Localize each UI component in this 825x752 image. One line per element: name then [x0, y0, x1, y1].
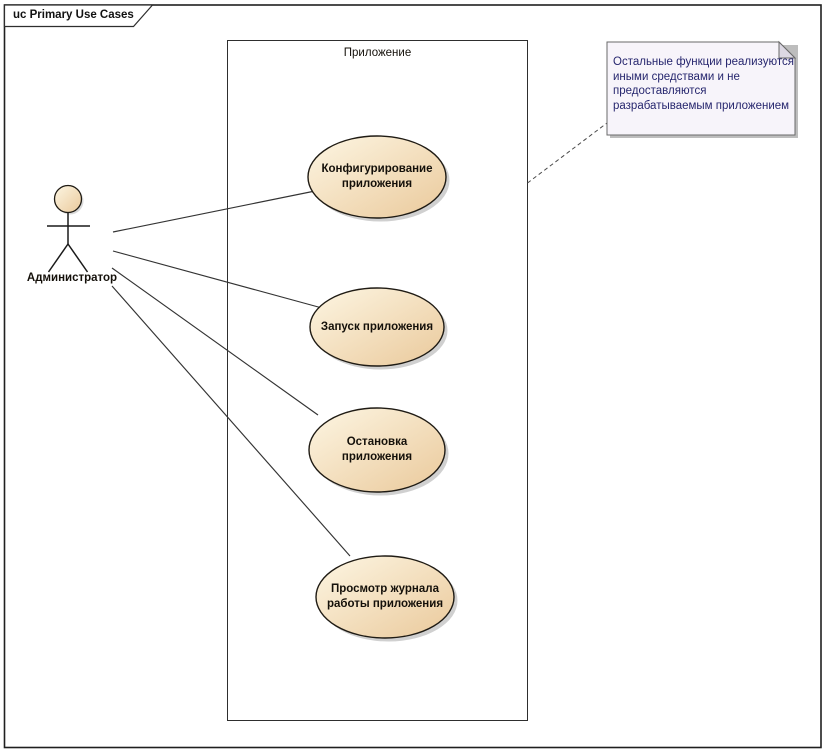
note-text-line4: разрабатываемым приложением — [613, 99, 790, 112]
usecase-start-ellipse[interactable] — [309, 287, 445, 367]
frame-tab — [3, 4, 154, 28]
usecase-configure-label-line1: Конфигурирование — [321, 163, 433, 175]
usecase-configure-label-line2: приложения — [341, 178, 413, 190]
note-text-line2: иными средствами и не — [613, 70, 740, 83]
usecase-start-label-line1: Запуск приложения — [320, 321, 434, 333]
note-anchor-link[interactable] — [527, 122, 608, 184]
actor-leg-right — [67, 243, 89, 273]
usecase-start-label: Запуск приложения — [297, 320, 457, 335]
usecase-viewlog-label-line1: Просмотр журнала — [331, 583, 439, 595]
note-shape[interactable] — [606, 41, 796, 136]
note-text: Остальные функции реализуются иными сред… — [613, 55, 795, 113]
association-admin-start[interactable] — [112, 250, 323, 309]
note-text-line1: Остальные функции реализуются — [613, 56, 794, 68]
usecase-viewlog-label-line2: работы приложения — [326, 598, 444, 610]
actor-label: Администратор — [26, 272, 118, 284]
usecase-stop-label-line1: Остановка — [346, 436, 408, 448]
note-fold-corner-icon — [778, 40, 797, 59]
usecase-viewlog-label: Просмотр журнала работы приложения — [305, 582, 465, 612]
usecase-stop-ellipse[interactable] — [308, 407, 446, 493]
diagram-frame — [3, 4, 822, 749]
actor-leg-left — [47, 243, 69, 273]
usecase-configure-label: Конфигурирование приложения — [297, 162, 457, 192]
usecase-stop-label: Остановка приложения — [297, 435, 457, 465]
note-text-line3: предоставляются — [613, 85, 707, 97]
association-admin-stop[interactable] — [111, 267, 319, 416]
frame-label: uc Primary Use Cases — [13, 9, 134, 21]
association-admin-viewlog[interactable] — [111, 285, 351, 557]
actor-figure[interactable] — [47, 184, 90, 273]
usecase-stop-label-line2: приложения — [341, 451, 413, 463]
association-admin-configure[interactable] — [112, 189, 321, 233]
usecase-viewlog-ellipse[interactable] — [315, 555, 455, 639]
actor-head — [53, 184, 83, 214]
system-boundary-title: Приложение — [343, 47, 412, 59]
usecase-configure-ellipse[interactable] — [307, 135, 447, 219]
